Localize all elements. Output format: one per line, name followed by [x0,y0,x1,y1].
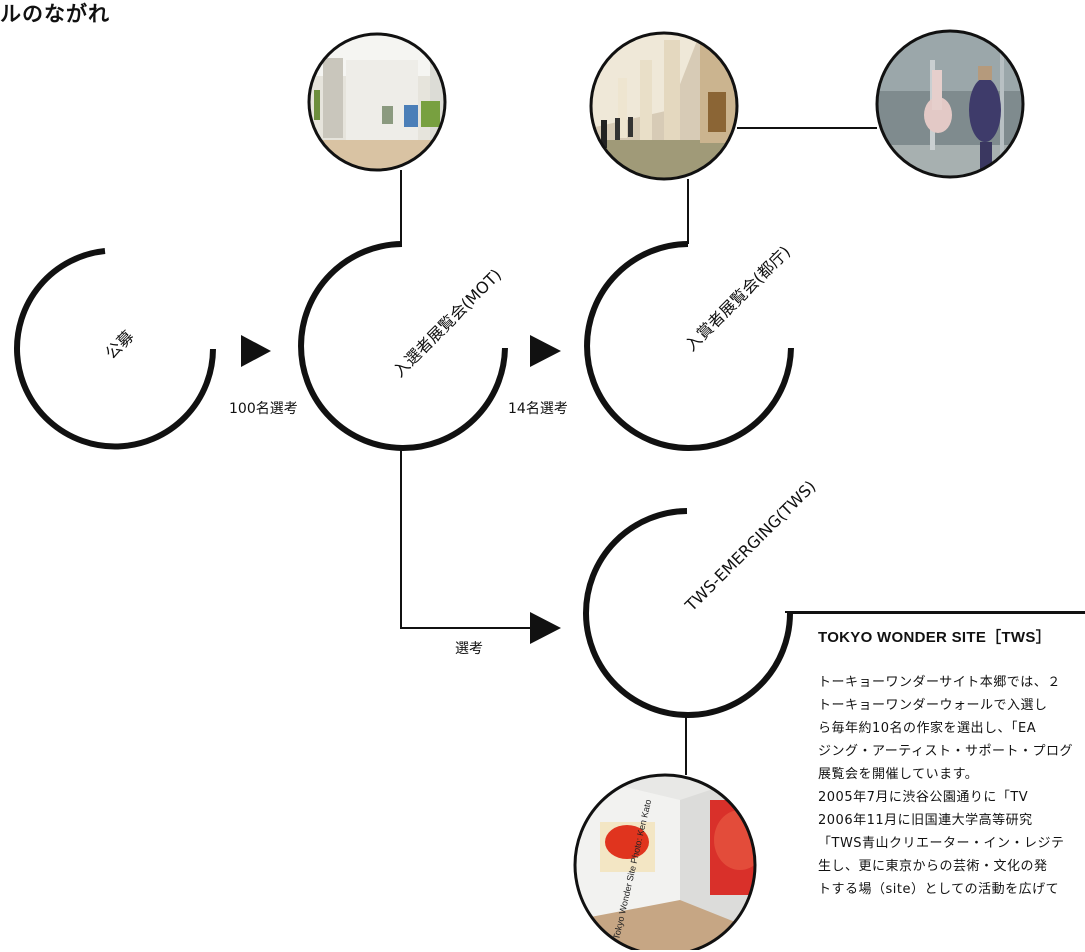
info-line: 「TWS青山クリエーター・イン・レジテ [818,836,1065,851]
info-line: ジング・アーティスト・サポート・プログ [818,744,1073,759]
tws-gallery-photo [575,775,755,950]
stage-ring-tws [583,508,793,718]
info-line: トーキョーワンダーウォールで入選し [818,698,1048,713]
info-title: TOKYO WONDER SITE［TWS］ [818,629,1051,646]
stage-ring-tocho [584,241,794,451]
arrow-3 [530,612,561,644]
step-label-select: 選考 [455,641,483,657]
stage-label-koubo: 公募 [101,327,137,363]
info-line: トする場（site）としての活動を広げて [818,882,1060,897]
stage-ring-koubo [14,248,216,450]
info-body: トーキョーワンダーサイト本郷では、２ トーキョーワンダーウォールで入選し ら毎年… [818,671,1085,901]
info-line: 展覧会を開催しています。 [818,767,979,782]
gallery-photo-frame [307,32,447,172]
stage-label-tws: TWS-EMERGING(TWS) [681,477,820,616]
info-line: 2005年7月に渋谷公園通りに「TV [818,790,1029,805]
corridor-photo-frame [589,31,739,181]
step-label-14: 14名選考 [508,401,568,417]
connector-mot-tws [400,450,530,629]
tws-gallery-photo-frame [573,773,757,950]
stage-ring-mot [298,241,508,451]
corridor-photo [591,33,737,179]
arrow-1 [241,335,271,367]
step-label-100: 100名選考 [229,401,298,417]
stage-label-tocho: 入賞者展覧会(都庁) [681,242,794,355]
info-line: トーキョーワンダーサイト本郷では、２ [818,675,1061,690]
page-heading: ルのながれ [0,2,110,26]
arrow-2 [530,335,561,367]
info-box: TOKYO WONDER SITE［TWS］ トーキョーワンダーサイト本郷では、… [792,612,1085,952]
info-line: ら毎年約10名の作家を選出し、「EA [818,721,1037,736]
stage-label-mot: 入選者展覧会(MOT) [389,265,505,381]
info-line: 2006年11月に旧国連大学高等研究 [818,813,1033,828]
info-line: 生し、更に東京からの芸術・文化の発 [818,859,1048,874]
sculpture-photo-frame [875,29,1025,179]
